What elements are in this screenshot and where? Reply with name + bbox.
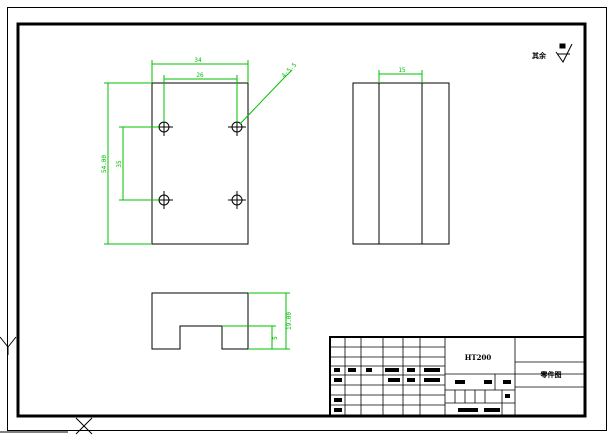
ucs-x-axis-icon bbox=[75, 417, 93, 435]
drawing-name-text: 零件图 bbox=[540, 370, 562, 379]
title-block-filler-marks bbox=[334, 368, 511, 412]
roughness-note: 其余 bbox=[532, 43, 573, 63]
dim-hole-diameter: 4-5.5 bbox=[280, 61, 298, 79]
front-view: 19.00 5 bbox=[151, 292, 293, 350]
top-view-outline bbox=[151, 82, 249, 245]
ucs-icon bbox=[0, 336, 93, 435]
dim-front-height: 19.00 bbox=[286, 312, 293, 330]
dimension-lines-front-view bbox=[222, 292, 290, 350]
title-block: HT200 零件图 bbox=[329, 336, 586, 417]
side-view-outline bbox=[352, 82, 450, 245]
title-block-grid bbox=[330, 337, 585, 416]
dim-overall-width: 34 bbox=[194, 57, 202, 64]
roughness-note-text: 其余 bbox=[532, 51, 547, 60]
ucs-y-axis-icon bbox=[0, 336, 17, 355]
hole-bottom-right bbox=[228, 191, 246, 209]
part-code-text: HT200 bbox=[465, 353, 492, 362]
dim-slot-width: 15 bbox=[398, 67, 406, 74]
dim-front-step: 5 bbox=[272, 336, 279, 340]
side-view: 15 bbox=[352, 67, 450, 245]
inner-border bbox=[16, 22, 587, 418]
dim-hole-spacing-x: 26 bbox=[196, 72, 204, 79]
dim-hole-spacing-y: 35 bbox=[116, 160, 123, 168]
dimension-lines-top-view bbox=[104, 60, 293, 245]
title-block-frame bbox=[329, 336, 586, 417]
dimension-lines-side-view bbox=[378, 70, 423, 83]
surface-roughness-icon bbox=[555, 43, 573, 63]
outer-frame bbox=[7, 7, 607, 431]
dim-overall-height: 54.00 bbox=[101, 155, 108, 173]
top-view: 34 26 4-5.5 54.00 35 bbox=[101, 57, 298, 245]
front-view-outline bbox=[151, 292, 249, 350]
